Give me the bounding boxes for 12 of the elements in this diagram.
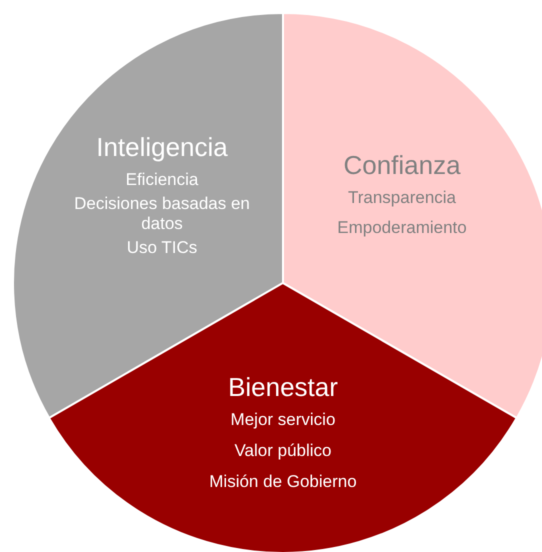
segment-item: Mejor servicio bbox=[230, 410, 336, 430]
segment-item: Eficiencia bbox=[126, 170, 198, 190]
segment-item: Valor público bbox=[234, 441, 332, 461]
segment-item: Empoderamiento bbox=[337, 218, 467, 238]
segment-heading: Confianza bbox=[343, 150, 461, 180]
segment-item: Misión de Gobierno bbox=[209, 472, 357, 492]
segment-heading: Bienestar bbox=[228, 372, 338, 402]
segment-item: Decisiones basadas en datos bbox=[73, 194, 251, 234]
pie-segment bbox=[49, 283, 517, 552]
segment-heading: Inteligencia bbox=[96, 132, 228, 162]
segment-item: Uso TICs bbox=[126, 238, 198, 258]
segment-item: Transparencia bbox=[348, 188, 456, 208]
